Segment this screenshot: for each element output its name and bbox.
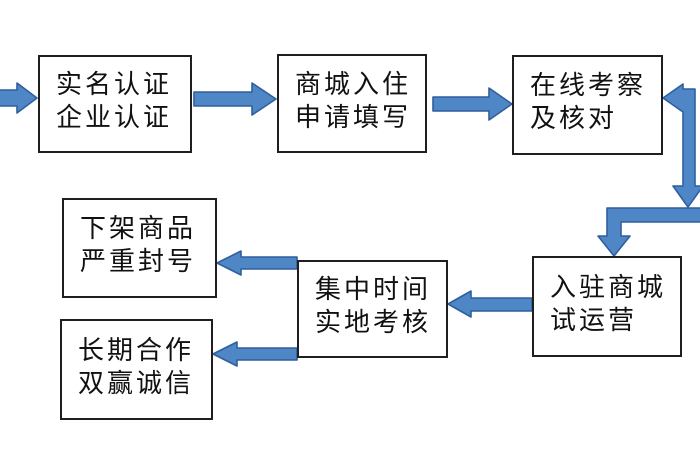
flow-box-mall-trial-operation: 入驻商城 试运营 (532, 256, 682, 357)
arrow-box5-to-box7-icon (212, 341, 298, 367)
flow-box-label-line2: 双赢诚信 (78, 368, 195, 399)
flow-box-label-line1: 实名认证 (56, 70, 173, 100)
flow-box-label-line2: 申请填写 (295, 102, 412, 133)
flow-box-label-line1: 下架商品 (80, 214, 197, 244)
flow-box-mall-entry-application: 商城入住 申请填写 (277, 54, 427, 153)
arrow-box4-to-box5-icon (447, 290, 533, 318)
flow-box-label-line1: 长期合作 (78, 335, 195, 366)
flow-box-online-review: 在线考察 及核对 (512, 55, 663, 155)
flow-box-label-line1: 在线考察 (530, 71, 647, 101)
arrow-box5-to-box6-icon (216, 250, 298, 276)
flow-box-label-line2: 严重封号 (80, 247, 197, 277)
flow-box-real-name-certification: 实名认证 企业认证 (38, 55, 192, 153)
arrow-box1-to-box2-icon (193, 82, 277, 116)
flow-box-label-line2: 试运营 (550, 305, 638, 336)
flow-box-label-line2: 实地考核 (315, 308, 432, 338)
arrow-box2-to-box3-icon (432, 87, 513, 121)
arrow-rightedge-to-box4-elbow-icon (597, 207, 700, 257)
arrow-box3-elbow-double-icon (662, 83, 700, 208)
flow-box-long-term-cooperation: 长期合作 双赢诚信 (60, 319, 213, 420)
flow-box-delist-and-ban: 下架商品 严重封号 (62, 198, 217, 298)
arrow-start-to-box1-icon (0, 82, 38, 114)
flow-box-label-line1: 入驻商城 (550, 272, 667, 303)
flow-box-label-line1: 商城入住 (295, 69, 412, 100)
flow-box-onsite-assessment: 集中时间 实地考核 (297, 260, 448, 358)
flow-box-label-line2: 企业认证 (56, 103, 173, 133)
flow-box-label-line2: 及核对 (530, 104, 618, 134)
flow-box-label-line1: 集中时间 (315, 275, 432, 305)
